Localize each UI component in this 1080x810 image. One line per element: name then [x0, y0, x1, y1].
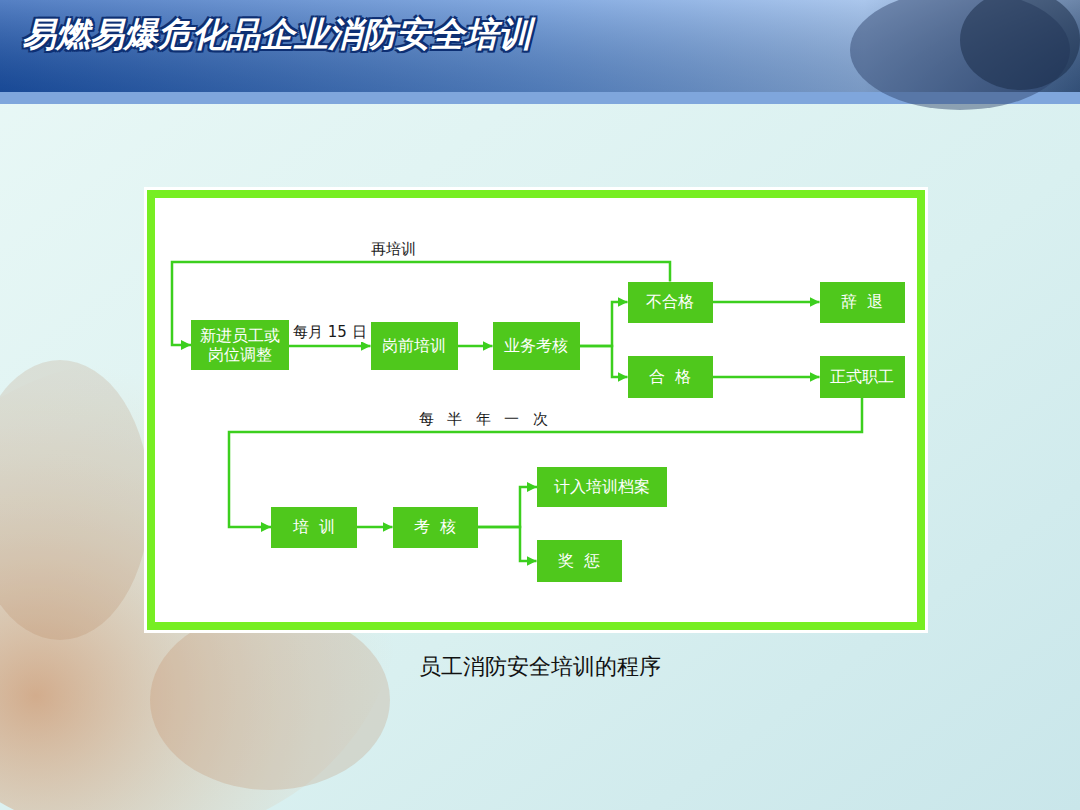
flow-arrow — [713, 376, 820, 379]
flow-arrow — [580, 346, 628, 377]
flow-arrow — [580, 302, 628, 346]
flow-arrow — [357, 526, 393, 529]
process-box: 奖惩 — [537, 540, 622, 582]
process-box: 培训 — [271, 507, 357, 548]
box-label: 考核 — [399, 517, 472, 536]
figure-caption: 员工消防安全培训的程序 — [419, 652, 661, 682]
process-box: 不合格 — [628, 282, 713, 323]
header-picture — [960, 0, 1080, 90]
box-label: 不合格 — [634, 292, 707, 311]
process-box: 新进员工或 岗位调整 — [191, 320, 289, 370]
flow-arrow — [289, 345, 371, 348]
flow-arrow — [478, 487, 538, 527]
slide-title: 易燃易爆危化品企业消防安全培训 — [22, 12, 532, 58]
process-box: 辞退 — [820, 282, 905, 323]
process-box: 合格 — [628, 356, 713, 398]
process-box: 业务考核 — [493, 322, 580, 370]
box-label: 岗前培训 — [377, 336, 452, 355]
process-box: 计入培训档案 — [537, 467, 667, 507]
edge-label: 每半年一次 — [416, 410, 565, 429]
box-label: 合格 — [634, 367, 707, 386]
flow-arrow — [458, 345, 493, 348]
box-label: 奖惩 — [543, 551, 616, 570]
edge-label: 再培训 — [368, 240, 419, 259]
diagram-frame — [151, 194, 921, 626]
box-label: 计入培训档案 — [543, 477, 661, 496]
process-box: 岗前培训 — [371, 322, 458, 370]
edge-label: 每月 15 日 — [290, 323, 370, 342]
process-box: 正式职工 — [820, 356, 905, 398]
box-label: 业务考核 — [499, 336, 574, 355]
diagram-frame-ground — [144, 187, 928, 633]
process-box: 考核 — [393, 507, 478, 548]
box-label: 正式职工 — [826, 367, 899, 386]
flow-arrow — [713, 301, 820, 304]
box-label: 新进员工或 岗位调整 — [197, 326, 283, 364]
box-label: 培训 — [277, 517, 351, 536]
faded-firefighter — [150, 610, 390, 790]
flow-arrow — [478, 527, 537, 561]
box-label: 辞退 — [826, 292, 899, 311]
faded-firefighter — [0, 360, 150, 640]
